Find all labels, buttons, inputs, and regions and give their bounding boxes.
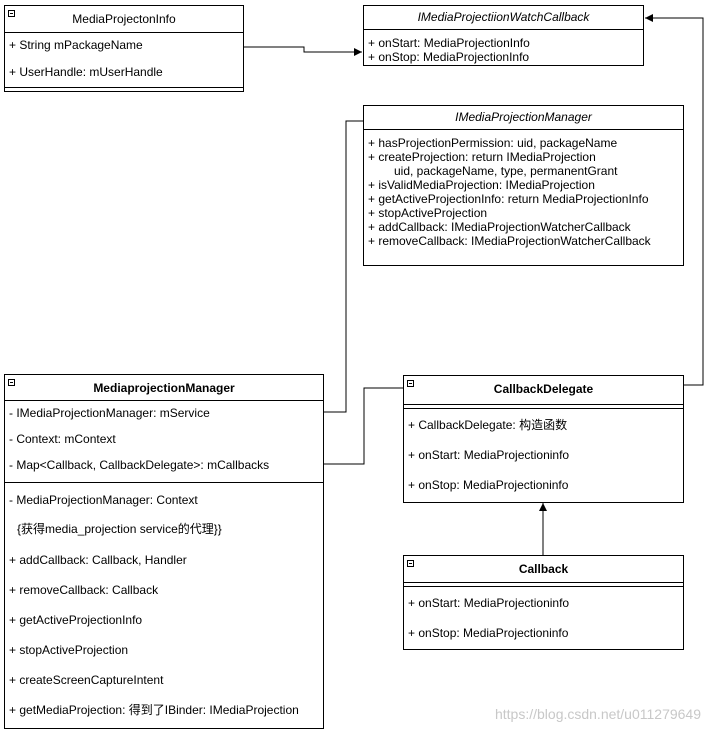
edge-mcallbacks-aggregation: [316, 387, 403, 467]
methods-section: + hasProjectionPermission: uid, packageN…: [364, 130, 683, 265]
method-constructor-note: {获得media_projection service的代理}}: [17, 522, 222, 536]
class-imedia-projection-manager[interactable]: IMediaProjectionManager + hasProjectionP…: [363, 105, 684, 266]
method-remove-callback: + removeCallback: IMediaProjectionWatche…: [368, 234, 651, 248]
method-constructor: - MediaProjectionManager: Context: [9, 493, 198, 507]
method-add-callback: + addCallback: Callback, Handler: [9, 553, 187, 567]
edge-info-to-watchcallback: [244, 46, 362, 56]
method-create-screen-capture-intent: + createScreenCaptureIntent: [9, 673, 164, 687]
collapse-icon[interactable]: [407, 560, 414, 567]
collapse-icon[interactable]: [8, 10, 15, 17]
method-constructor: + CallbackDelegate: 构造函数: [408, 418, 568, 432]
method-on-start: + onStart: MediaProjectioninfo: [408, 596, 570, 610]
fields-section: - IMediaProjectionManager: mService - Co…: [5, 401, 323, 483]
double-divider: [404, 586, 683, 587]
watermark: https://blog.csdn.net/u011279649: [494, 706, 701, 722]
field-mcallbacks: - Map<Callback, CallbackDelegate>: mCall…: [9, 458, 270, 472]
class-watch-callback[interactable]: IMediaProjectiionWatchCallback + onStart…: [363, 5, 644, 66]
class-header: CallbackDelegate: [404, 376, 683, 402]
method-stop-active-projection: + stopActiveProjection: [9, 643, 129, 657]
class-header: IMediaProjectionManager: [364, 106, 683, 130]
field-mcontext: - Context: mContext: [9, 432, 116, 446]
method-add-callback: + addCallback: IMediaProjectionWatcherCa…: [368, 220, 631, 234]
methods-section: + onStart: MediaProjectioninfo + onStop:…: [404, 587, 683, 647]
method-stop-active-projection: + stopActiveProjection: [368, 206, 488, 220]
double-divider: [404, 408, 683, 409]
class-name: Callback: [518, 562, 569, 576]
field-mservice: - IMediaProjectionManager: mService: [9, 406, 210, 420]
method-on-start: + onStart: MediaProjectioninfo: [408, 448, 570, 462]
fields-section: + String mPackageName + UserHandle: mUse…: [5, 33, 243, 88]
method-is-valid-media-projection: + isValidMediaProjection: IMediaProjecti…: [368, 178, 595, 192]
double-divider: [404, 582, 683, 583]
class-name: MediaProjectonInfo: [72, 12, 176, 26]
edge-delegate-to-watchcallback: [645, 14, 704, 386]
edge-mservice-aggregation: [316, 120, 363, 415]
method-get-active-projection-info: + getActiveProjectionInfo: return MediaP…: [368, 192, 649, 206]
field-user-handle: + UserHandle: mUserHandle: [9, 65, 163, 79]
class-name: CallbackDelegate: [493, 382, 594, 396]
double-divider: [404, 404, 683, 405]
method-create-projection-params: uid, packageName, type, permanentGrant: [394, 164, 618, 178]
class-name: MediaprojectionManager: [93, 381, 235, 395]
method-has-projection-permission: + hasProjectionPermission: uid, packageN…: [368, 136, 618, 150]
method-on-stop: + onStop: MediaProjectioninfo: [408, 626, 569, 640]
method-create-projection: + createProjection: return IMediaProject…: [368, 150, 596, 164]
field-package-name: + String mPackageName: [9, 38, 143, 52]
collapse-icon[interactable]: [8, 379, 15, 386]
class-header: MediaProjectonInfo: [5, 6, 243, 33]
method-on-stop: + onStop: MediaProjectionInfo: [368, 50, 530, 64]
method-on-stop: + onStop: MediaProjectioninfo: [408, 478, 569, 492]
class-header: MediaprojectionManager: [5, 375, 323, 401]
class-callback[interactable]: Callback + onStart: MediaProjectioninfo …: [403, 555, 684, 650]
class-header: IMediaProjectiionWatchCallback: [364, 6, 643, 30]
methods-section: + onStart: MediaProjectionInfo + onStop:…: [364, 30, 643, 65]
class-media-projection-manager[interactable]: MediaprojectionManager - IMediaProjectio…: [4, 374, 324, 729]
method-get-media-projection: + getMediaProjection: 得到了IBinder: IMedia…: [9, 703, 299, 717]
class-media-projecton-info[interactable]: MediaProjectonInfo + String mPackageName…: [4, 5, 244, 92]
method-on-start: + onStart: MediaProjectionInfo: [368, 36, 530, 50]
method-get-active-projection-info: + getActiveProjectionInfo: [9, 613, 143, 627]
methods-section: - MediaProjectionManager: Context {获得med…: [5, 483, 323, 728]
class-callback-delegate[interactable]: CallbackDelegate + CallbackDelegate: 构造函…: [403, 375, 684, 503]
class-header: Callback: [404, 556, 683, 582]
collapse-icon[interactable]: [407, 380, 414, 387]
class-name: IMediaProjectiionWatchCallback: [417, 10, 590, 24]
method-remove-callback: + removeCallback: Callback: [9, 583, 159, 597]
class-name: IMediaProjectionManager: [455, 110, 592, 124]
methods-section: + CallbackDelegate: 构造函数 + onStart: Medi…: [404, 409, 683, 501]
